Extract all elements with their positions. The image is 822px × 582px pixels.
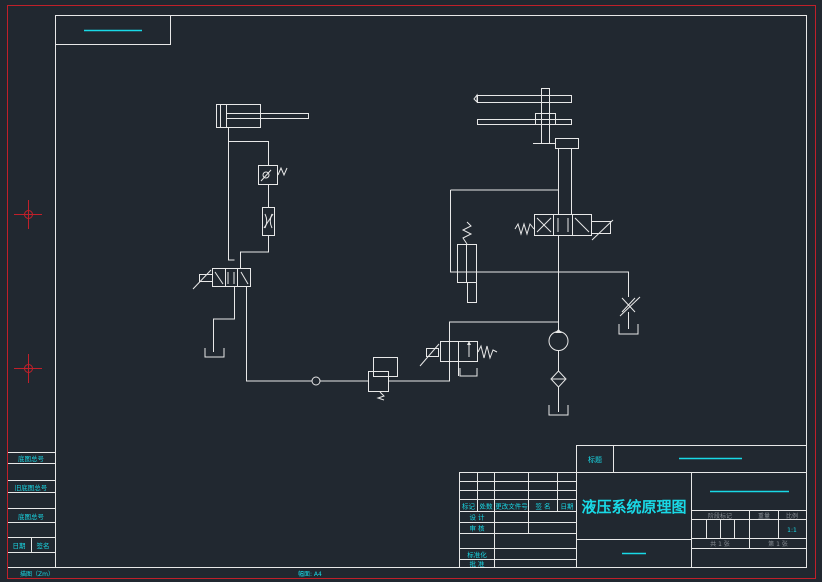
tank-symbol-relief — [459, 368, 478, 377]
drawing-title: 液压系统原理图 — [581, 498, 686, 516]
pipe-right-left-loop — [450, 190, 568, 273]
pipe-pressure-line — [388, 321, 559, 382]
side-label-signature: 签名 — [37, 541, 50, 550]
title-block: 标题 标记 处数 更改文件号 签 名 日期 设 计 审 核 标准化 批 准 — [459, 445, 807, 568]
outer-frame-border — [7, 5, 816, 579]
col-header-count: 处数 — [480, 502, 494, 511]
check-valve-left — [258, 165, 288, 185]
design-label: 设 计 — [469, 513, 485, 522]
revision-grid — [460, 473, 577, 567]
sheet-total: 共 1 张 — [710, 540, 730, 548]
directional-valve-left — [192, 268, 251, 290]
pipe-left-return — [246, 287, 312, 382]
oil-filter — [550, 370, 567, 388]
tank-symbol-left — [204, 348, 225, 358]
registration-mark-lower — [14, 354, 42, 383]
pipe-right-throttle — [568, 271, 629, 297]
side-label-base-total: 底图总号 — [18, 454, 45, 463]
standardization-label: 标准化 — [467, 550, 487, 559]
hydraulic-cylinder-right — [473, 88, 579, 149]
hydraulic-pump — [548, 329, 569, 351]
pipe-left-tank — [213, 287, 235, 352]
pipe-left-main — [228, 128, 235, 261]
col-header-change-doc: 更改文件号 — [495, 502, 528, 511]
scale-value: 1:1 — [787, 527, 797, 534]
weight-label: 重量 — [758, 512, 770, 520]
hydraulic-cylinder-left — [216, 104, 309, 128]
pipe-left-check-feed — [228, 141, 269, 165]
approve-label: 批 准 — [469, 559, 485, 568]
side-label-base-no: 底图总号 — [18, 512, 45, 521]
col-header-date: 日期 — [561, 503, 575, 511]
side-label-date: 日期 — [13, 542, 27, 550]
registration-mark-upper — [14, 200, 42, 229]
sequence-valve — [457, 221, 477, 303]
drawing-frame — [55, 15, 807, 568]
col-header-mark: 标记 — [462, 502, 476, 511]
throttle-valve-right — [619, 296, 641, 317]
title-block-small-label: 标题 — [588, 455, 602, 464]
pressure-gauge-junction — [311, 376, 321, 386]
review-label: 审 核 — [469, 524, 485, 533]
pipe-left-throttle-out — [240, 236, 269, 268]
sheet-number: 第 1 张 — [768, 540, 788, 548]
pressure-switch — [368, 357, 398, 401]
footer-left-text: 描图（Zm） — [20, 570, 54, 578]
stage-label: 阶段标记 — [708, 512, 732, 520]
col-header-sign: 签 名 — [535, 502, 550, 511]
drawing-code-box — [55, 15, 171, 45]
directional-valve-right — [514, 214, 614, 241]
tank-symbol-pump — [548, 405, 569, 416]
side-label-old-base-total: 旧底图总号 — [15, 483, 48, 492]
footer-middle-text: 幅面: A4 — [298, 570, 322, 578]
tank-symbol-right — [618, 324, 639, 335]
relief-valve — [419, 341, 498, 367]
scale-label: 比例 — [786, 512, 798, 520]
side-record-block: 底图总号 旧底图总号 底图总号 日期 签名 — [8, 452, 55, 553]
throttle-valve-left — [262, 207, 275, 236]
